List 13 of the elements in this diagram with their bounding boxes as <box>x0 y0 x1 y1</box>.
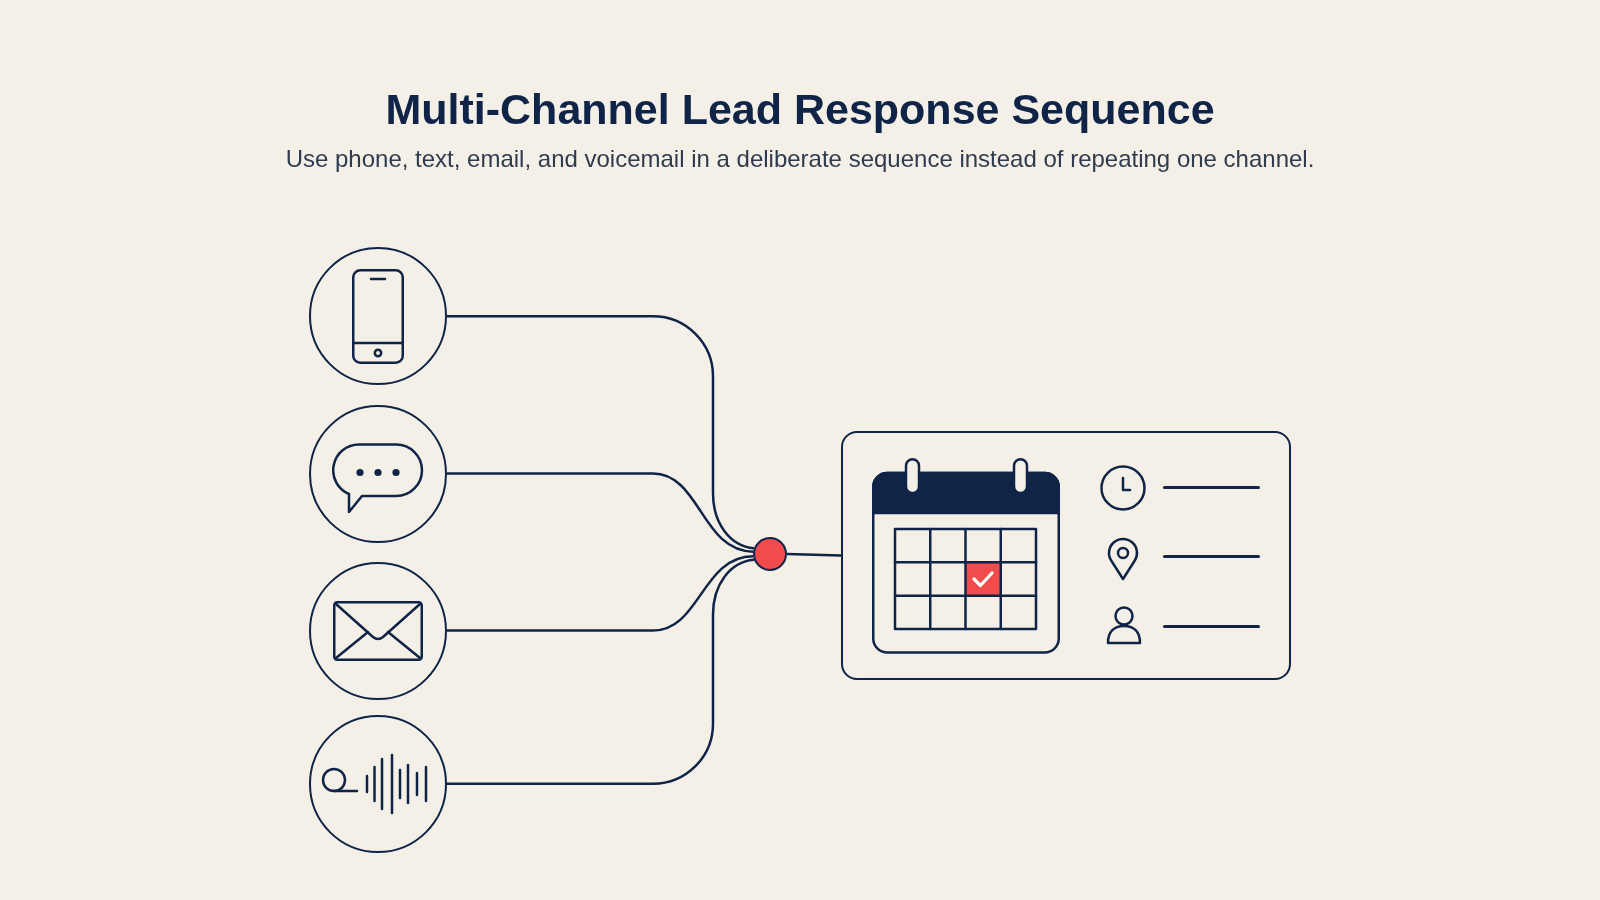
channel-circle <box>309 404 447 543</box>
junction-dot <box>753 537 787 571</box>
channel-circle <box>309 714 447 853</box>
connector-line <box>447 555 754 632</box>
connector-line <box>447 558 755 785</box>
title: Multi-Channel Lead Response Sequence <box>385 84 1215 135</box>
connector-line <box>786 552 842 557</box>
appointment-card <box>841 431 1291 680</box>
channel-circle <box>309 561 447 700</box>
subtitle: Use phone, text, email, and voicemail in a deliberate sequence instead of repeating one channel. <box>285 144 1315 174</box>
channel-circle <box>309 247 447 386</box>
connector-line <box>447 315 755 550</box>
connector-line <box>447 472 754 553</box>
